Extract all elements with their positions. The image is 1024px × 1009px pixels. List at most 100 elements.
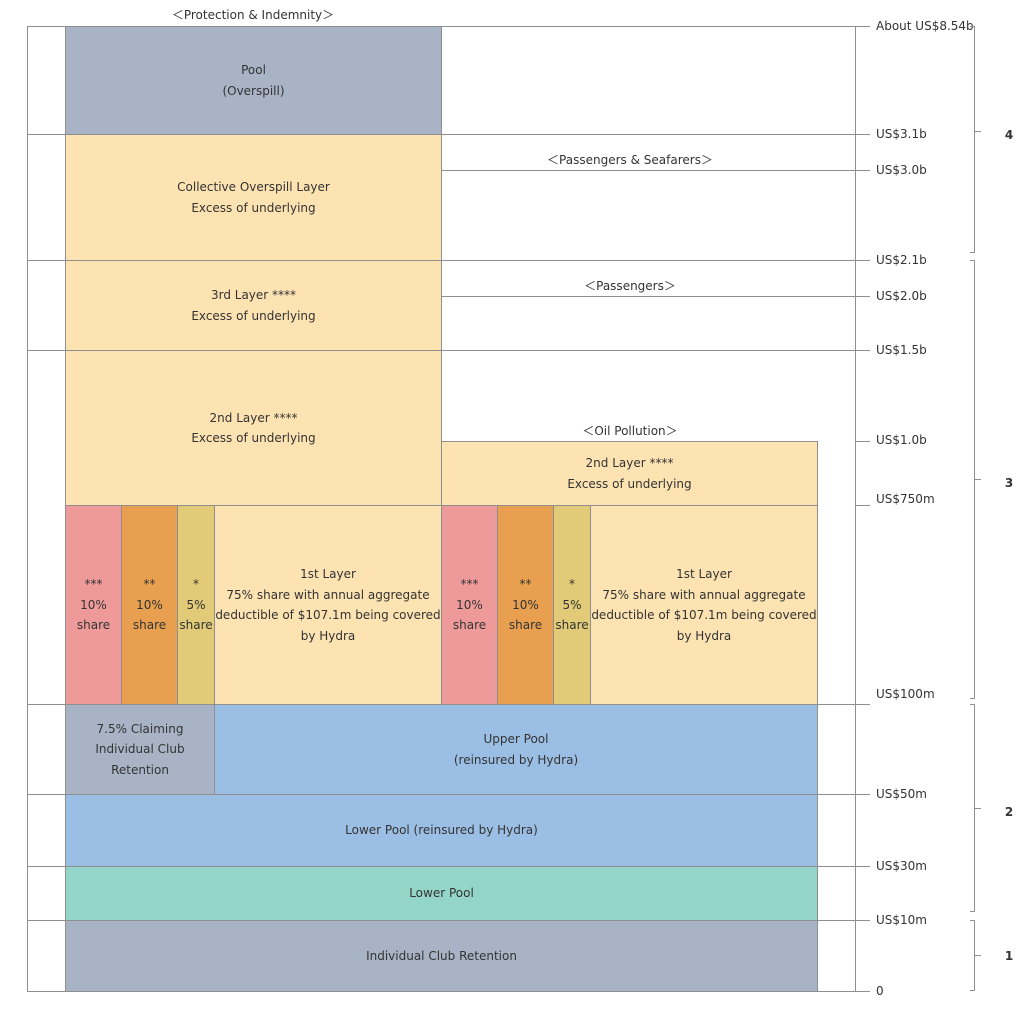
tier-2-brace-tip — [975, 808, 981, 809]
oil-share-30-stars: *** — [460, 577, 479, 592]
pool-overspill-line-2: (Overspill) — [222, 83, 285, 98]
pi-share-10-pct: 5% — [186, 597, 206, 612]
oil-share-10-stars: * — [569, 577, 575, 592]
scale-tick-8-54b — [856, 26, 870, 27]
pi-share-10-word: share — [179, 618, 213, 633]
oil-first-layer-line-4: by Hydra — [676, 628, 732, 643]
pi-first-layer-line-2: 75% share with annual aggregate — [226, 587, 430, 602]
passengers-header: ＜Passengers＞ — [580, 278, 680, 294]
individual-retention-label: Individual Club Retention — [366, 948, 517, 963]
tier-4-brace — [970, 26, 975, 253]
collective-overspill-title: Collective Overspill Layer — [177, 180, 330, 194]
scale-tick-1-5b — [856, 350, 870, 351]
pi-first-layer-line-4: by Hydra — [300, 628, 356, 643]
pi-share-20-pct: 10% — [136, 597, 163, 612]
pi-share-10-stars: * — [193, 577, 199, 592]
tier-1-brace — [970, 920, 975, 991]
scale-label-1-5b: US$1.5b — [876, 343, 927, 357]
scale-label-50m: US$50m — [876, 787, 927, 801]
scale-label-2-0b: US$2.0b — [876, 289, 927, 303]
pi-share-30-stars: *** — [84, 577, 103, 592]
individual-retention-block: Individual Club Retention — [65, 920, 818, 992]
scale-tick-30m — [856, 866, 870, 867]
second-layer-pi-subtitle: Excess of underlying — [191, 431, 316, 445]
tier-3-brace-tip — [975, 479, 981, 480]
oil-share-10-pct: 5% — [562, 597, 582, 612]
passengers-seafarers-rule — [441, 170, 856, 171]
collective-overspill-subtitle: Excess of underlying — [191, 200, 316, 215]
passengers-seafarers-header: ＜Passengers & Seafarers＞ — [543, 152, 717, 168]
upper-pool-title: Upper Pool — [483, 732, 549, 746]
pi-share-30-block: *** 10% share — [65, 505, 122, 705]
scale-tick-3-1b — [856, 134, 870, 135]
scale-label-0: 0 — [876, 984, 884, 998]
oil-share-20-stars: ** — [519, 577, 532, 592]
third-layer-subtitle: Excess of underlying — [191, 308, 316, 323]
pool-overspill-block: Pool (Overspill) — [65, 26, 442, 135]
pi-share-20-word: share — [132, 618, 167, 633]
tier-3-brace — [970, 260, 975, 699]
second-layer-oil-title: 2nd Layer **** — [585, 456, 674, 470]
pi-share-10-block: * 5% share — [177, 505, 215, 705]
scale-tick-0 — [856, 991, 870, 992]
scale-tick-2-0b — [856, 296, 870, 297]
second-layer-pi-block: 2nd Layer **** Excess of underlying — [65, 350, 442, 506]
pi-first-layer-line-3: deductible of $107.1m being covered — [215, 608, 441, 622]
scale-tick-2-1b — [856, 260, 870, 261]
scale-label-2-1b: US$2.1b — [876, 253, 927, 267]
tier-1-label: 1 — [1004, 949, 1014, 963]
oil-first-layer-block: 1st Layer 75% share with annual aggregat… — [590, 505, 818, 705]
oil-share-20-word: share — [508, 618, 543, 633]
oil-share-30-pct: 10% — [456, 597, 483, 612]
claiming-retention-line-1: 7.5% Claiming — [96, 721, 184, 736]
scale-tick-50m — [856, 794, 870, 795]
second-layer-oil-subtitle: Excess of underlying — [567, 476, 692, 491]
scale-tick-750m — [856, 505, 870, 506]
lower-pool-block: Lower Pool — [65, 866, 818, 921]
tier-4-brace-tip — [975, 131, 981, 132]
passengers-rule — [441, 296, 856, 297]
scale-label-8-54b: About US$8.54b — [876, 19, 974, 33]
second-layer-oil-block: 2nd Layer **** Excess of underlying — [441, 441, 818, 506]
scale-tick-100m — [856, 704, 870, 705]
scale-label-3-1b: US$3.1b — [876, 127, 927, 141]
claiming-retention-line-3: Retention — [111, 762, 169, 777]
scale-tick-10m — [856, 920, 870, 921]
tier-4-label: 4 — [1004, 128, 1014, 142]
protection-indemnity-header: ＜Protection & Indemnity＞ — [167, 7, 339, 23]
oil-first-layer-line-2: 75% share with annual aggregate — [602, 587, 806, 602]
oil-share-30-block: *** 10% share — [441, 505, 498, 705]
second-layer-pi-title: 2nd Layer **** — [209, 410, 298, 425]
lower-pool-reinsured-block: Lower Pool (reinsured by Hydra) — [65, 794, 818, 867]
scale-tick-1-0b — [856, 441, 870, 442]
tier-2-label: 2 — [1004, 805, 1014, 819]
lower-pool-label: Lower Pool — [409, 886, 474, 901]
upper-pool-block: Upper Pool (reinsured by Hydra) — [214, 704, 818, 795]
collective-overspill-block: Collective Overspill Layer Excess of und… — [65, 134, 442, 261]
upper-pool-subtitle: (reinsured by Hydra) — [453, 752, 579, 767]
scale-label-10m: US$10m — [876, 913, 927, 927]
lower-pool-reinsured-label: Lower Pool (reinsured by Hydra) — [345, 823, 538, 838]
oil-first-layer-title: 1st Layer — [676, 567, 732, 581]
third-layer-title: 3rd Layer **** — [210, 288, 297, 302]
claiming-retention-line-2: Individual Club — [95, 742, 185, 757]
pool-overspill-line-1: Pool — [241, 63, 266, 77]
tier-3-label: 3 — [1004, 476, 1014, 490]
claiming-retention-block: 7.5% Claiming Individual Club Retention — [65, 704, 215, 795]
oil-share-10-block: * 5% share — [553, 505, 591, 705]
tier-2-brace — [970, 704, 975, 912]
tier-1-brace-tip — [975, 955, 981, 956]
scale-label-100m: US$100m — [876, 687, 935, 701]
pi-share-30-pct: 10% — [80, 597, 107, 612]
pi-share-20-block: ** 10% share — [121, 505, 178, 705]
pi-first-layer-title: 1st Layer — [300, 567, 356, 581]
oil-pollution-header: ＜Oil Pollution＞ — [578, 423, 682, 439]
oil-share-30-word: share — [452, 618, 487, 633]
scale-label-30m: US$30m — [876, 859, 927, 873]
scale-label-3-0b: US$3.0b — [876, 163, 927, 177]
third-layer-block: 3rd Layer **** Excess of underlying — [65, 260, 442, 351]
oil-share-20-pct: 10% — [512, 597, 539, 612]
pi-share-20-stars: ** — [143, 577, 156, 592]
oil-first-layer-line-3: deductible of $107.1m being covered — [591, 608, 817, 622]
oil-share-20-block: ** 10% share — [497, 505, 554, 705]
